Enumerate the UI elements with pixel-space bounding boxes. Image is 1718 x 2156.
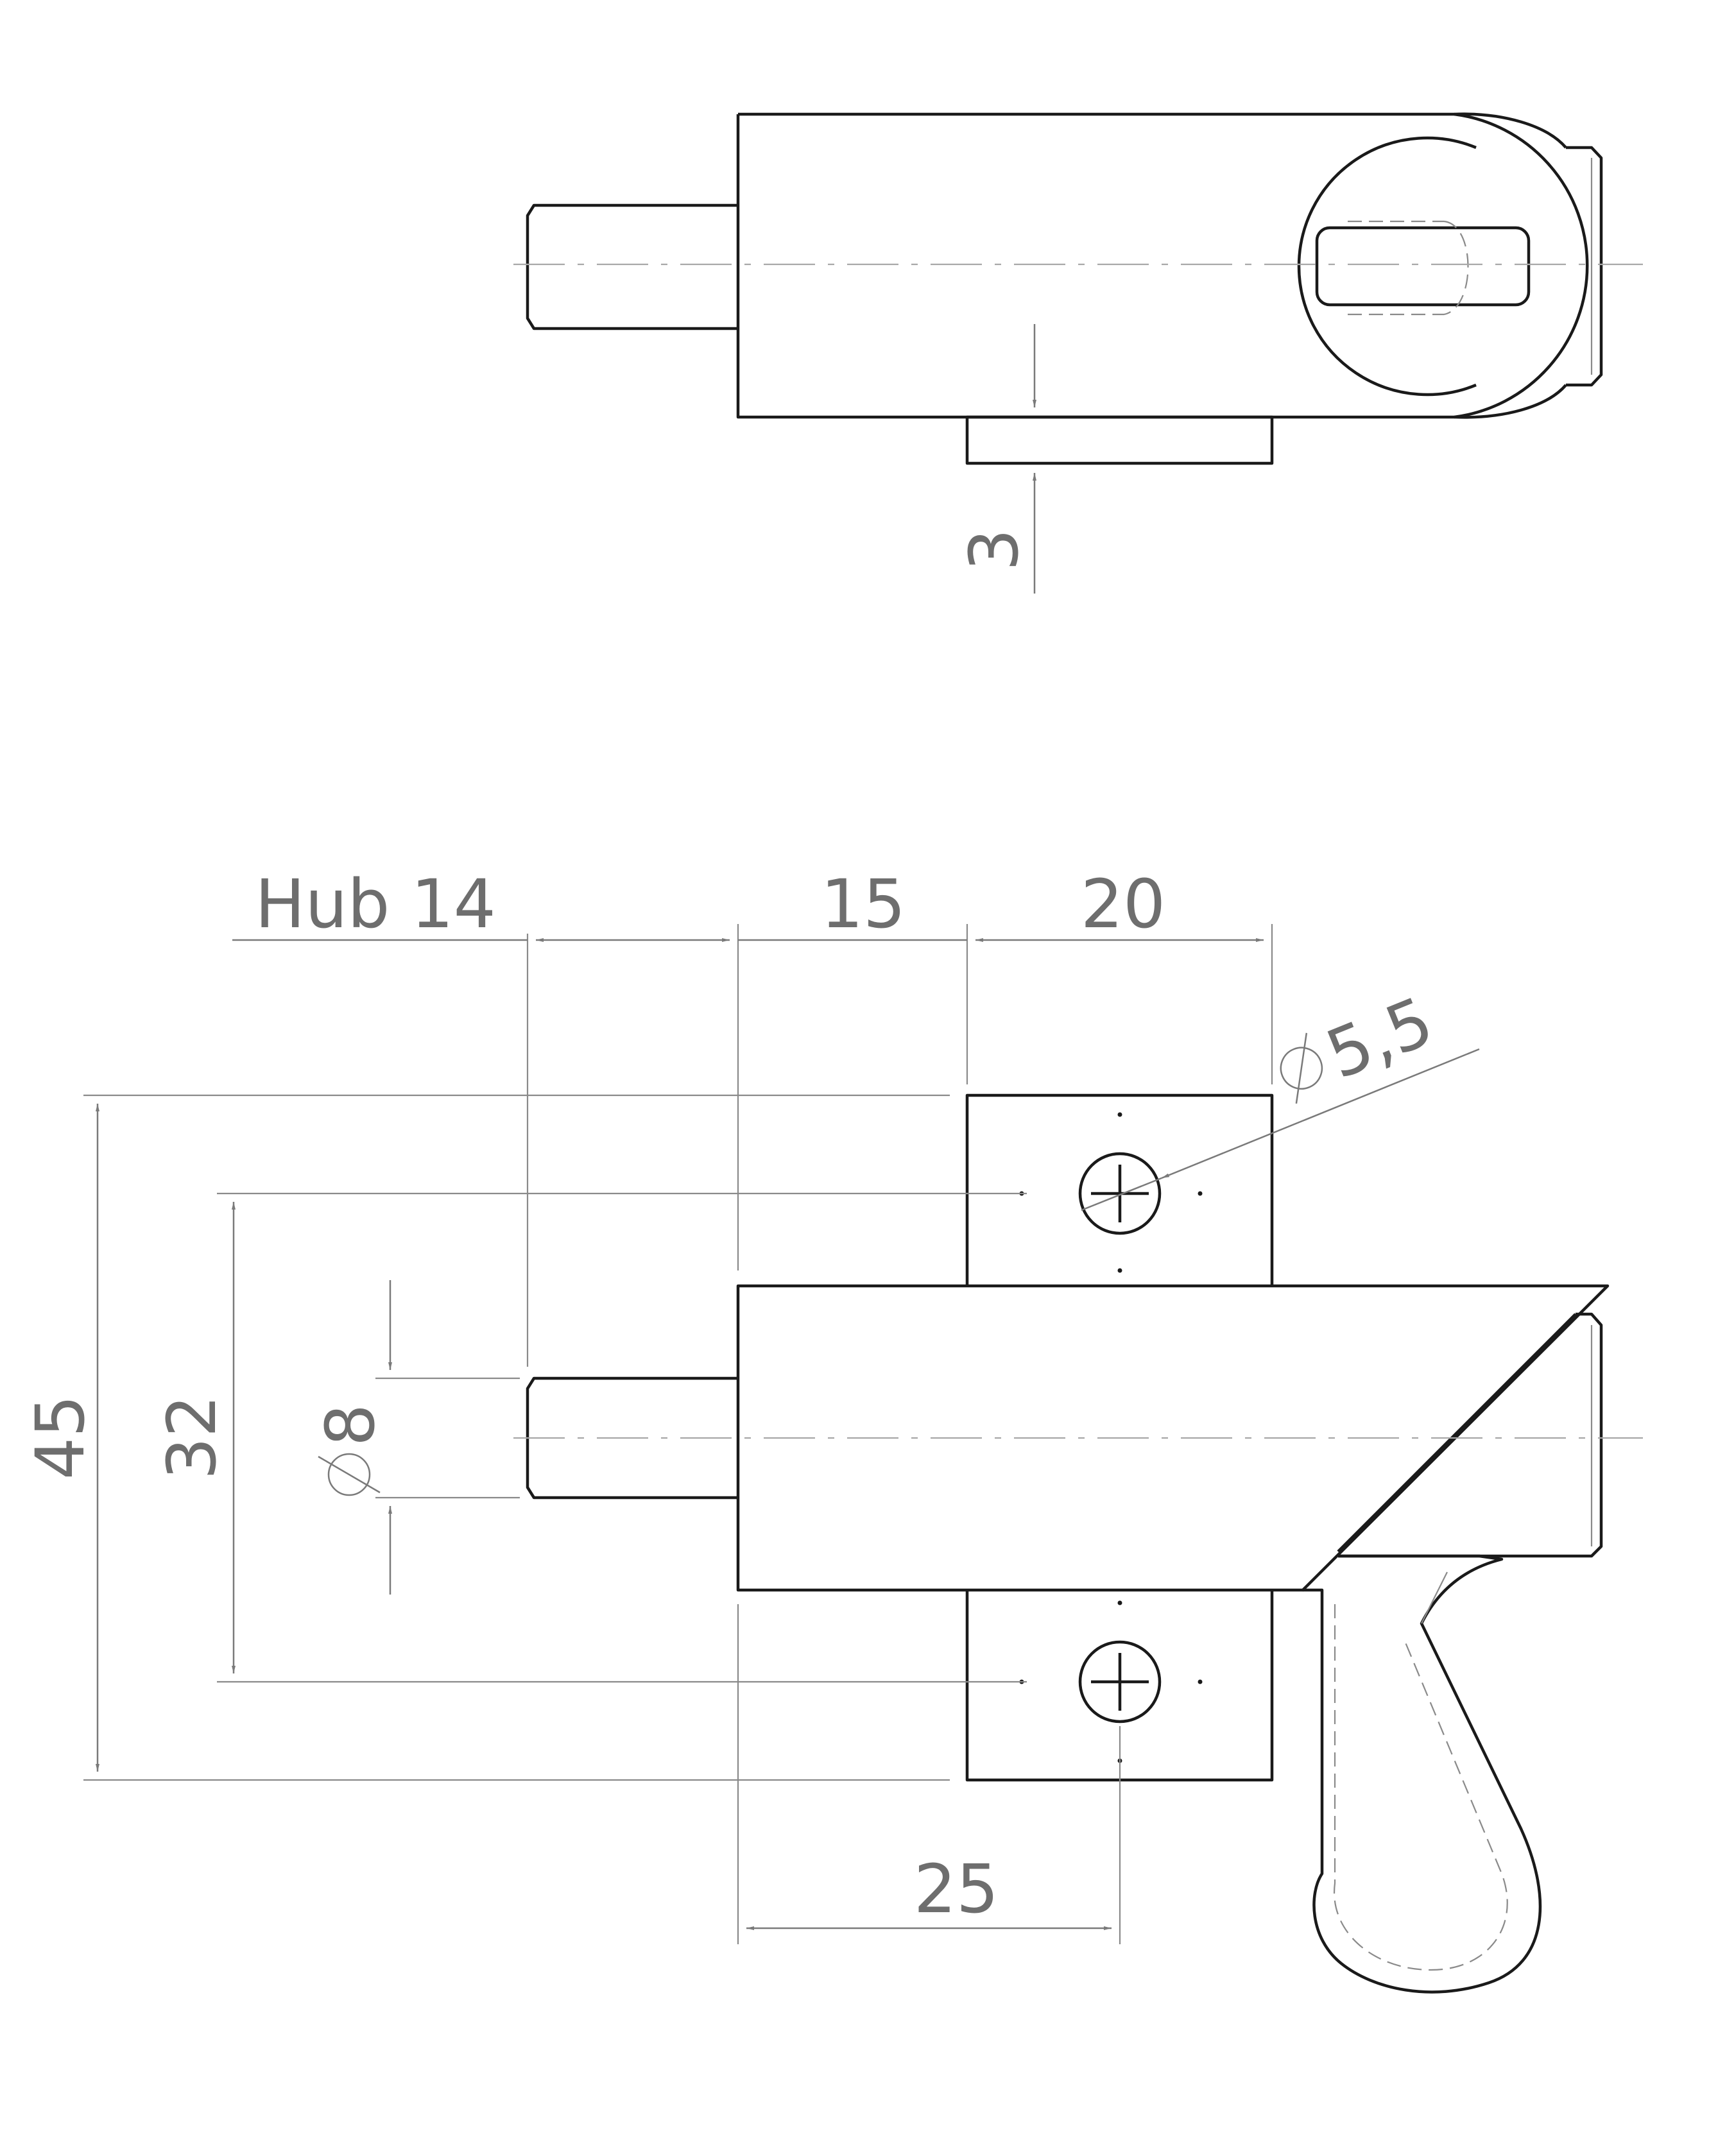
handle <box>1303 1554 1542 1994</box>
dim-hole-leader <box>1161 1048 1480 1179</box>
handle-hidden-outline <box>1333 1604 1508 1971</box>
top-knob-outer <box>1454 112 1567 419</box>
svg-text:8: 8 <box>311 1404 390 1446</box>
dim-25-label: 25 <box>914 1850 999 1928</box>
dim-hub-label: Hub 14 <box>255 865 496 943</box>
lower-hole <box>1078 1640 1162 1724</box>
top-knob-ring <box>1297 136 1477 397</box>
top-body <box>736 112 1454 419</box>
dim-20-label: 20 <box>1081 865 1165 943</box>
dim-45-label: 45 <box>21 1395 99 1480</box>
top-handle-hidden <box>1348 220 1469 316</box>
dim-hole-label: 5,5 <box>1280 982 1443 1104</box>
top-knob-housing <box>1454 112 1589 419</box>
dim-32-label: 32 <box>153 1395 231 1480</box>
diameter-symbol-8 <box>327 1453 371 1496</box>
top-handle-slot <box>1315 226 1531 307</box>
dim-8-label: 8 <box>311 1404 390 1496</box>
top-bolt-pin <box>526 203 738 330</box>
diameter-symbol <box>1280 1047 1323 1090</box>
dim-hole-leader-tail <box>1081 1177 1162 1211</box>
dim-3-label: 3 <box>955 529 1033 571</box>
top-mounting-plate <box>965 415 1274 465</box>
front-view: Hub 14 15 20 5,5 45 32 8 <box>21 865 1643 1994</box>
svg-text:5,5: 5,5 <box>1316 982 1443 1094</box>
top-end-plate <box>1566 146 1603 387</box>
upper-hole <box>1078 1152 1162 1235</box>
front-end-plate <box>1338 1312 1603 1558</box>
dim-15-label: 15 <box>821 865 906 943</box>
upper-mounting-plate <box>965 1093 1274 1286</box>
top-view: 3 <box>513 112 1643 594</box>
front-bevel-edge <box>1337 1313 1577 1553</box>
hole-center-marks <box>1019 1112 1203 1763</box>
handle-inner-edge <box>1421 1571 1448 1624</box>
